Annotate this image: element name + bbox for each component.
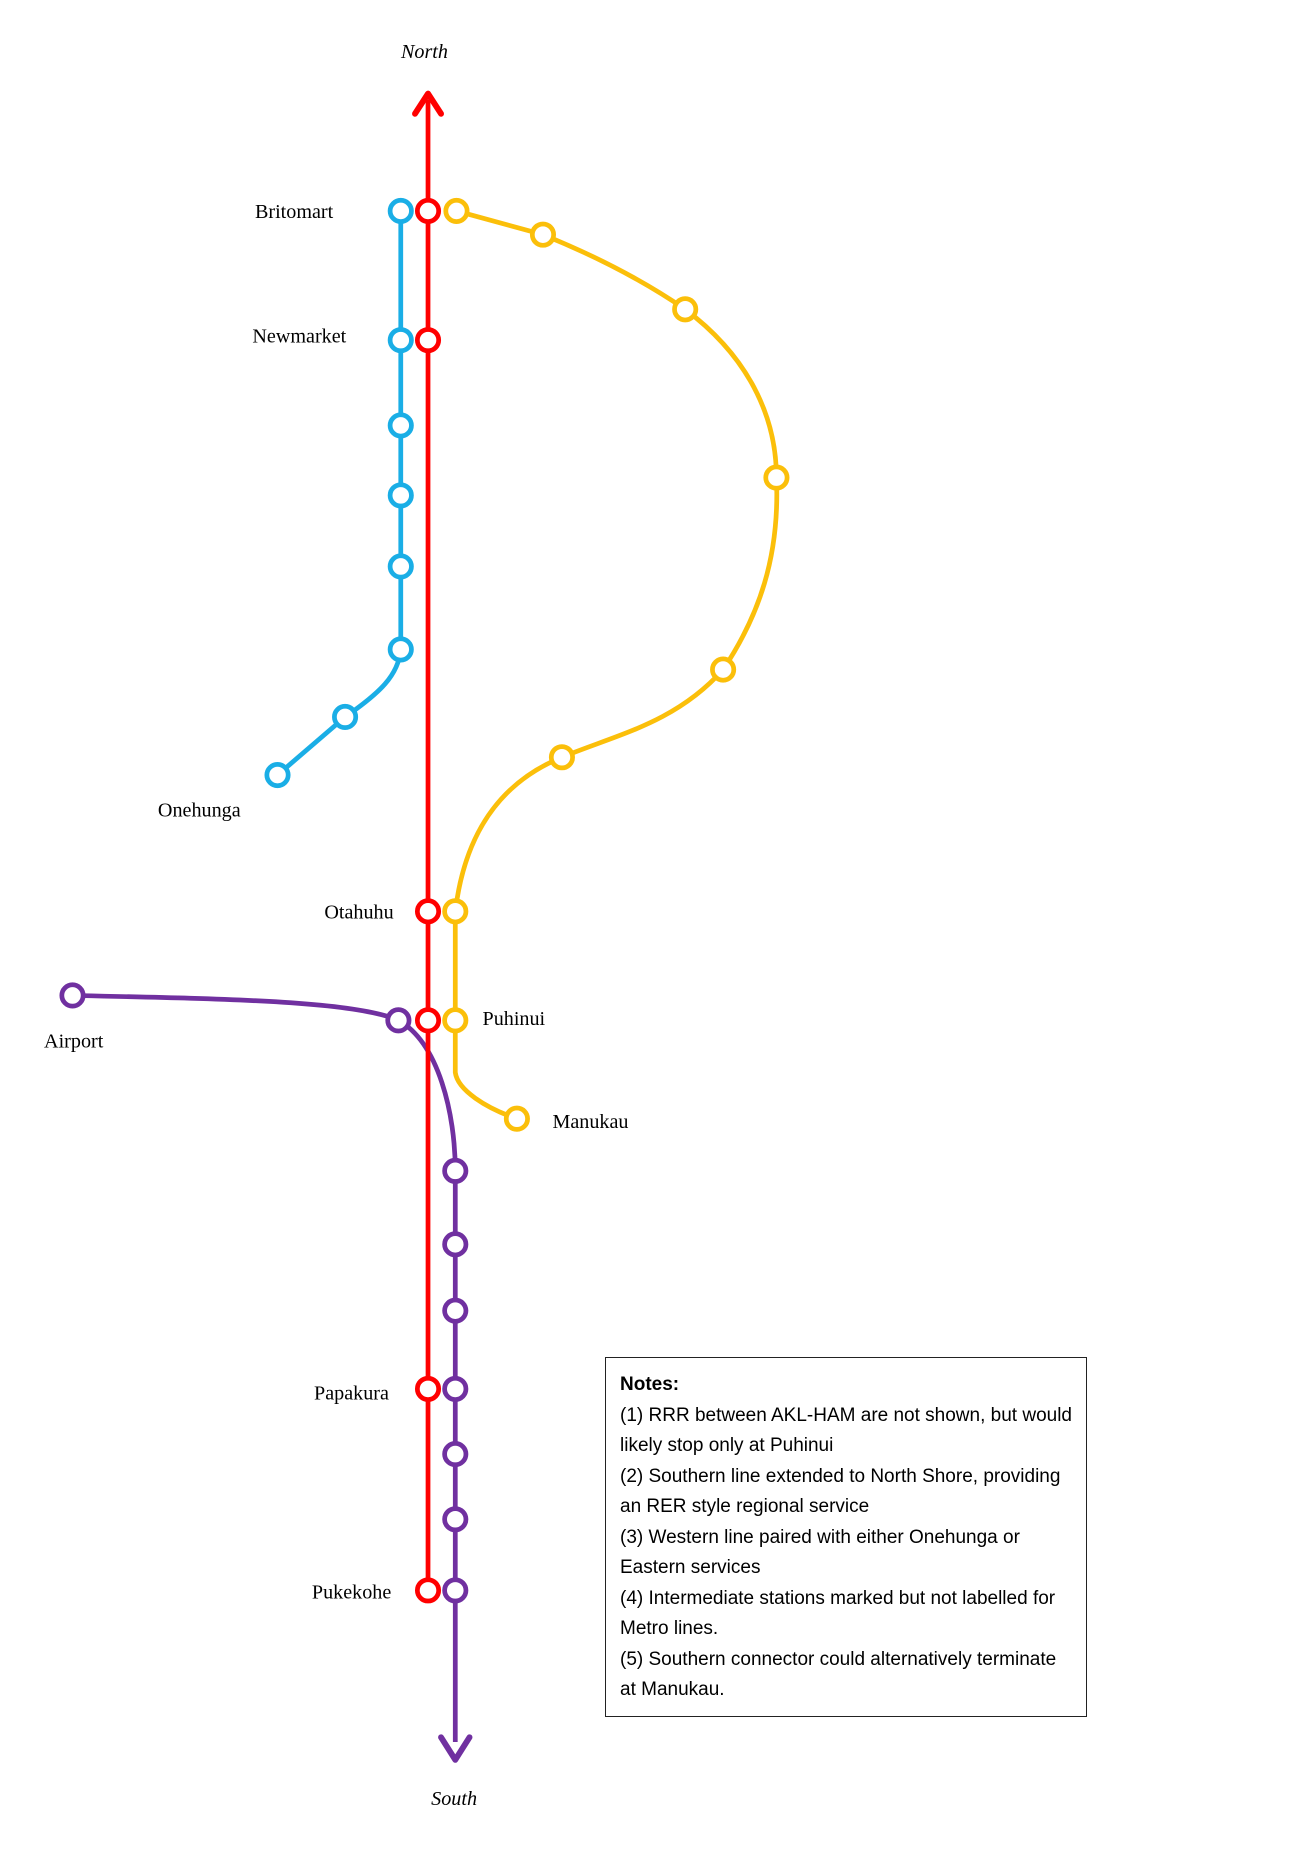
station-label-puhinui: Puhinui [483, 1008, 546, 1030]
station-marker[interactable] [548, 744, 575, 771]
station-marker[interactable] [414, 1577, 442, 1604]
onehunga-line [275, 210, 404, 777]
station-marker[interactable] [442, 1506, 469, 1533]
southern-line [72, 993, 458, 1743]
station-marker[interactable] [442, 1007, 469, 1034]
notes-box: Notes: (1) RRR between AKL-HAM are not s… [605, 1357, 1087, 1717]
station-marker[interactable] [414, 1007, 442, 1034]
station-marker[interactable] [387, 327, 414, 354]
onehunga-stations [264, 197, 414, 789]
station-marker[interactable] [763, 464, 790, 491]
station-marker[interactable] [442, 1441, 469, 1468]
south-label: South [431, 1788, 477, 1810]
south-arrow-head [438, 1734, 473, 1763]
station-marker[interactable] [442, 1231, 469, 1258]
station-marker[interactable] [710, 656, 737, 683]
note-item: (2) Southern line extended to North Shor… [620, 1465, 1061, 1518]
rrr-stations [414, 197, 442, 1604]
station-label-newmarket: Newmarket [252, 325, 346, 347]
station-marker[interactable] [443, 197, 470, 224]
note-item: (4) Intermediate stations marked but not… [620, 1587, 1056, 1640]
station-label-otahuhu: Otahuhu [324, 901, 393, 923]
station-marker[interactable] [414, 1375, 442, 1402]
station-marker[interactable] [414, 327, 442, 354]
station-marker[interactable] [442, 1157, 469, 1184]
north-arrow-head [412, 90, 445, 117]
north-label: North [400, 41, 448, 63]
station-label-pukekohe: Pukekohe [312, 1582, 391, 1604]
station-marker[interactable] [387, 553, 414, 580]
station-label-manukau: Manukau [552, 1111, 628, 1133]
station-marker[interactable] [264, 761, 291, 789]
station-marker[interactable] [529, 221, 557, 248]
station-label-onehunga: Onehunga [158, 800, 241, 822]
station-marker[interactable] [442, 898, 469, 925]
station-marker[interactable] [59, 982, 86, 1009]
notes-title: Notes: [620, 1374, 680, 1395]
station-marker[interactable] [503, 1105, 530, 1132]
station-marker[interactable] [442, 1297, 469, 1324]
note-item: (5) Southern connector could alternative… [620, 1648, 1057, 1701]
southern-stations [59, 982, 469, 1604]
station-marker[interactable] [387, 482, 414, 509]
station-marker[interactable] [672, 296, 699, 323]
station-label-britomart: Britomart [255, 201, 334, 223]
station-label-airport: Airport [44, 1031, 104, 1053]
station-marker[interactable] [385, 1007, 412, 1034]
station-marker[interactable] [442, 1577, 469, 1604]
note-item: (3) Western line paired with either Oneh… [620, 1526, 1020, 1579]
note-item: (1) RRR between AKL-HAM are not shown, b… [620, 1404, 1072, 1457]
station-marker[interactable] [387, 636, 414, 663]
station-marker[interactable] [387, 197, 414, 224]
station-marker[interactable] [414, 197, 442, 224]
station-marker[interactable] [414, 898, 442, 925]
eastern-stations [442, 197, 790, 1132]
station-marker[interactable] [332, 703, 359, 731]
station-marker[interactable] [442, 1375, 469, 1402]
station-label-papakura: Papakura [314, 1383, 389, 1405]
station-marker[interactable] [387, 412, 414, 439]
